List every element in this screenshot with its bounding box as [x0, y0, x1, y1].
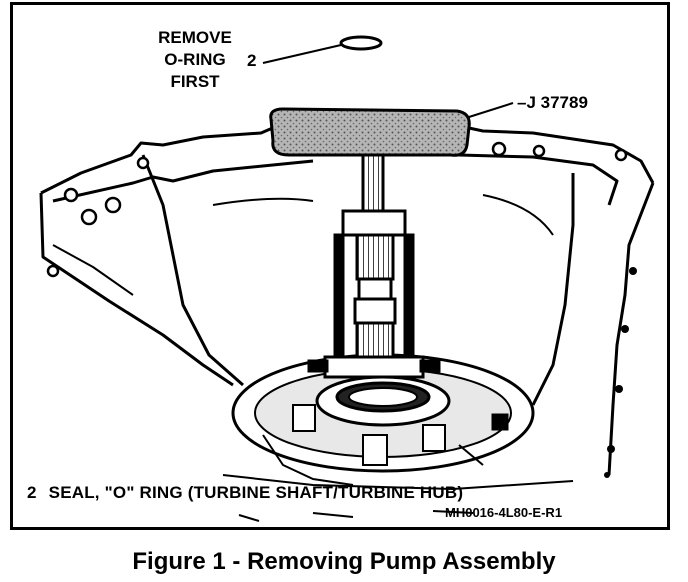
drawing-code: MH0016-4L80-E-R1	[445, 505, 563, 520]
note-line-2: O-RING	[164, 50, 226, 69]
figure-caption: Figure 1 - Removing Pump Assembly	[132, 548, 556, 575]
flange-bolt-holes	[46, 141, 628, 278]
illustration	[39, 35, 655, 522]
leader-lines	[262, 44, 514, 118]
legend-item-text: SEAL, "O" RING (TURBINE SHAFT/TURBINE HU…	[48, 483, 464, 502]
tool-number-label: –J 37789	[517, 93, 588, 112]
note-line-3: FIRST	[170, 72, 220, 91]
legend-item-number: 2	[27, 483, 37, 502]
note-line-1: REMOVE	[158, 28, 232, 47]
puller-tool	[269, 107, 471, 379]
callout-number-2: 2	[247, 51, 257, 70]
legend-entry: 2 SEAL, "O" RING (TURBINE SHAFT/TURBINE H…	[27, 483, 463, 503]
o-ring-illustration	[339, 35, 383, 51]
transmission-case	[39, 123, 655, 522]
tool-number: J 37789	[526, 93, 588, 112]
remove-o-ring-note: REMOVE O-RING FIRST	[135, 27, 255, 93]
pump-body	[231, 353, 535, 486]
